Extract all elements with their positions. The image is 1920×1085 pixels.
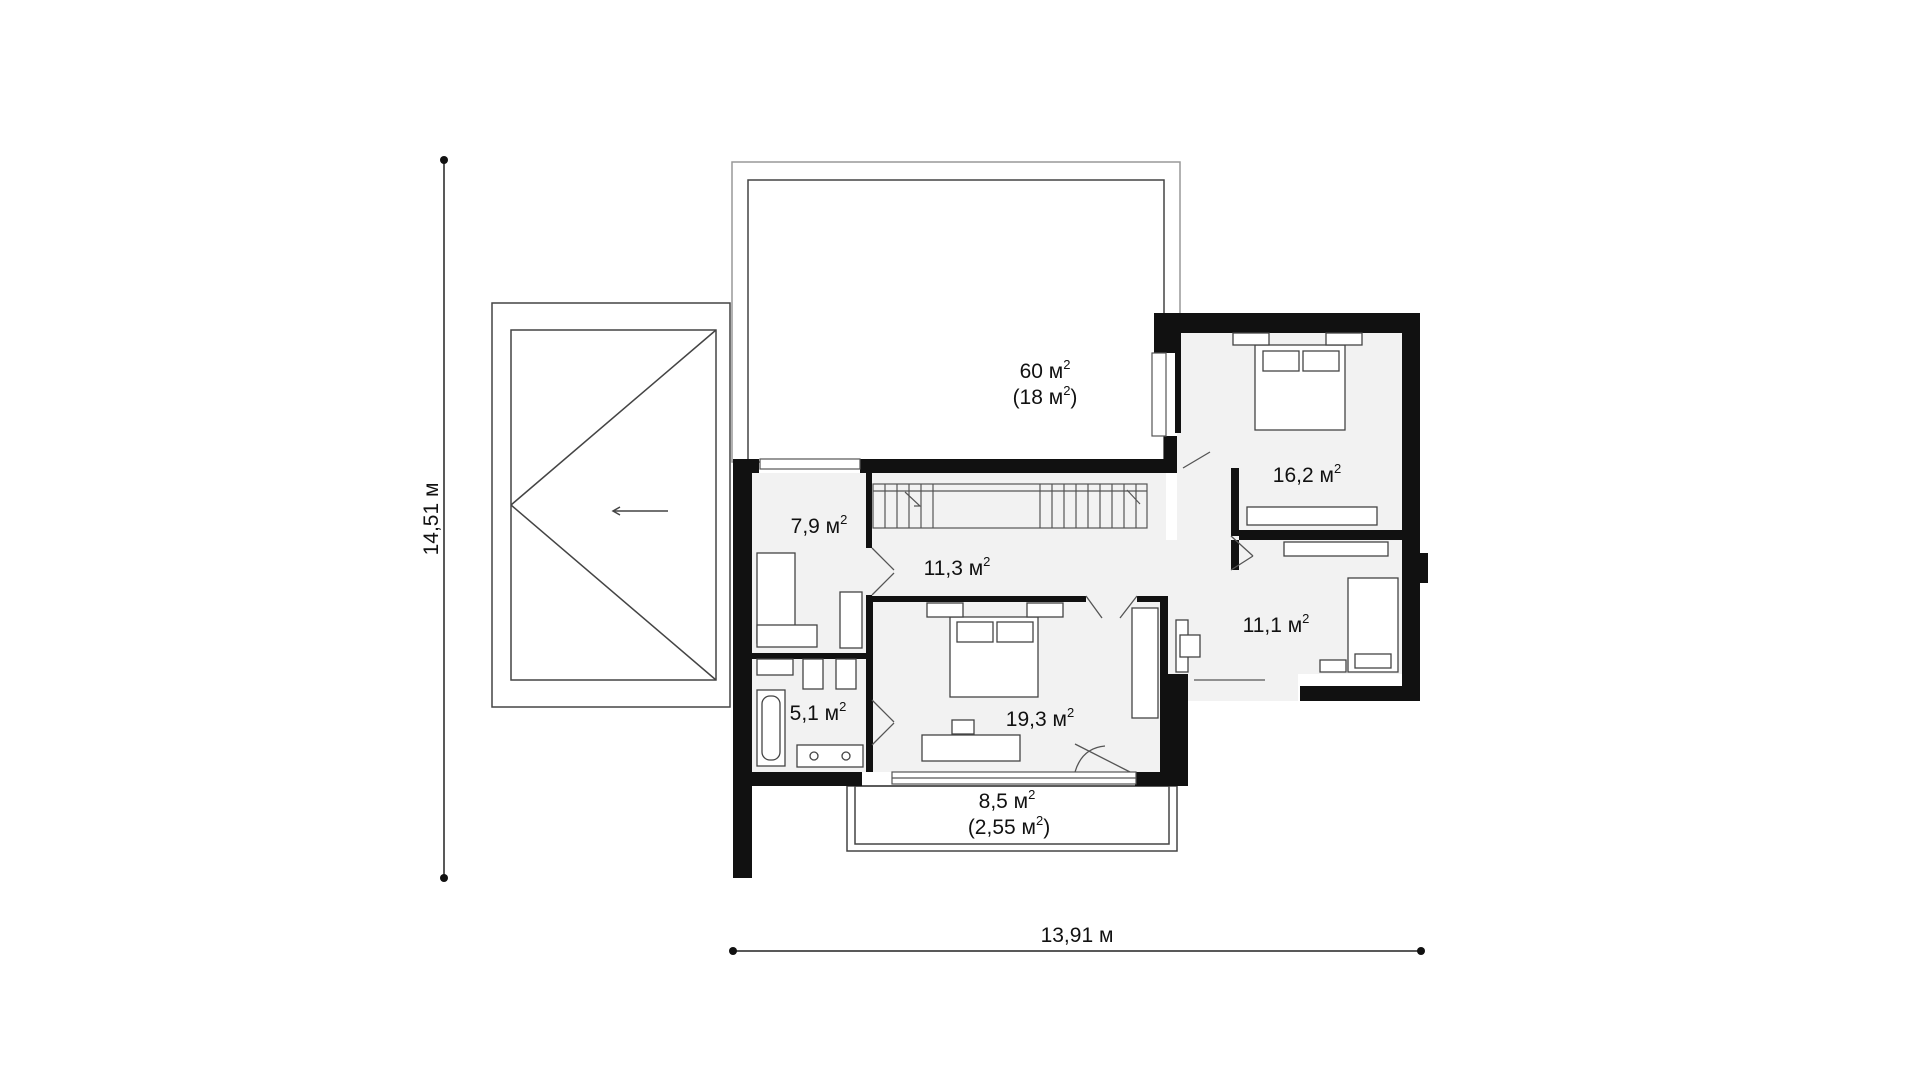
windows [759, 352, 1167, 785]
room-label-bedroom-ne: 16,2 м2 [1273, 461, 1341, 487]
width-dimension: 13,91 м [729, 924, 1425, 955]
room-label-hall: 11,3 м2 [924, 554, 991, 580]
flat-roof-west [491, 302, 731, 708]
room-label-terrace: 60 м2 [1020, 357, 1071, 383]
closet-furniture [756, 552, 863, 649]
room-sublabel-terrace: (18 м2) [1013, 383, 1078, 409]
interior-walls [752, 333, 1402, 772]
room-label-bedroom-east: 11,1 м2 [1243, 611, 1310, 637]
room-label-balcony: 8,5 м2 [979, 787, 1036, 813]
interior-floor [752, 333, 1402, 772]
height-dimension: 14,51 м [420, 156, 448, 882]
width-dimension-label: 13,91 м [1041, 924, 1114, 947]
room-label-closet: 7,9 м2 [791, 512, 848, 538]
bed-east [1175, 541, 1399, 673]
staircase [872, 483, 1148, 529]
bed-ne [1232, 332, 1378, 526]
height-dimension-label: 14,51 м [420, 483, 443, 556]
exterior-walls [733, 313, 1428, 878]
room-label-bathroom: 5,1 м2 [790, 699, 847, 725]
bathroom-fixtures [756, 658, 864, 768]
room-label-bedroom-main: 19,3 м2 [1006, 705, 1074, 731]
balcony-south [846, 785, 1178, 852]
terrace-north [731, 161, 1181, 463]
bed-main [921, 602, 1159, 762]
room-sublabel-balcony: (2,55 м2) [968, 813, 1050, 839]
